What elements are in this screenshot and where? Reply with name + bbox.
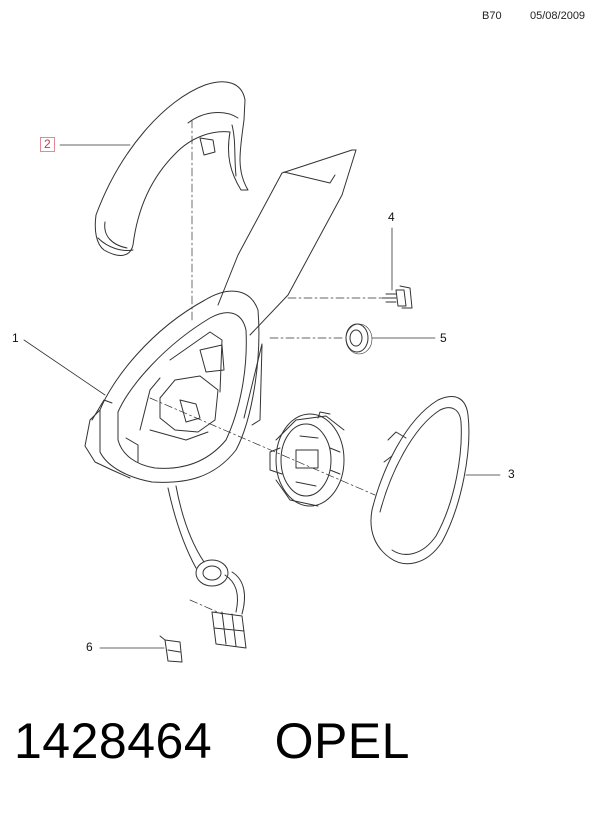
callout-1: 1 [12,331,19,345]
connector-clip-part [159,635,183,663]
callout-5: 5 [440,331,447,345]
wire-connector [211,611,247,649]
callout-6: 6 [86,640,93,654]
callout-2: 2 [40,137,55,152]
diagram-date: 05/08/2009 [530,10,586,22]
grommet-part [345,323,373,355]
mirror-cover-part [94,81,249,256]
assembly-axes [149,119,389,615]
exploded-mirror-diagram [23,81,501,663]
leader-lines [23,144,501,649]
callout-3: 3 [508,467,515,481]
mirror-glass-part [370,396,470,565]
brand-name: OPEL [274,713,410,769]
part-number: 1428464 [14,713,213,769]
mirror-housing-part [84,290,260,483]
footer: 1428464 OPEL [14,712,410,770]
callout-4: 4 [388,210,395,224]
wiring-harness [167,485,245,615]
mounting-bracket [217,149,357,426]
mirror-actuator [269,411,345,507]
bolt-part [381,285,413,309]
diagram-code: B70 [482,10,502,22]
